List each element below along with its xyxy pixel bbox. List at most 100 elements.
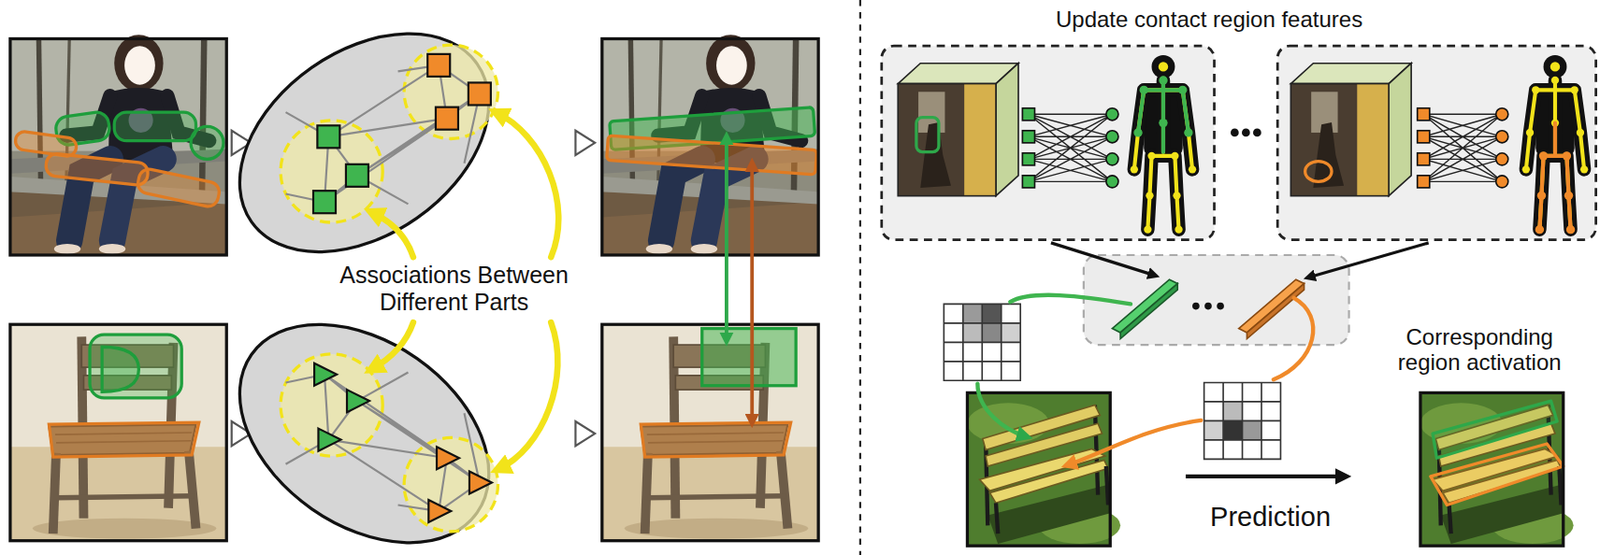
part-graph-person bbox=[199, 0, 531, 298]
contact-feature-box-upper bbox=[881, 45, 1215, 240]
activation-grid-upper bbox=[1001, 323, 1021, 343]
photo-person-bands bbox=[602, 38, 819, 255]
contact-feature-box-upper bbox=[1133, 75, 1193, 137]
ellipsis-dots bbox=[1230, 129, 1262, 138]
activation-grid-upper bbox=[963, 303, 982, 323]
contact-feature-box-upper bbox=[1178, 86, 1187, 95]
photo-person-bands bbox=[602, 34, 819, 256]
contact-feature-box-upper bbox=[1106, 130, 1119, 144]
part-graph-chair bbox=[286, 373, 480, 513]
photo-chair-parts bbox=[89, 334, 182, 399]
part-graph-person bbox=[313, 125, 369, 214]
contact-feature-box-lower bbox=[1277, 45, 1596, 240]
photo-chair-regions bbox=[602, 324, 819, 541]
activation-grid-lower bbox=[1204, 382, 1282, 460]
panel-divider bbox=[859, 0, 862, 555]
part-graph-person bbox=[286, 65, 480, 205]
contact-feature-box-upper bbox=[1139, 86, 1149, 95]
contact-feature-box-upper bbox=[1106, 153, 1119, 166]
feature-vector-group bbox=[1192, 302, 1225, 311]
update-arrows bbox=[1308, 243, 1429, 278]
part-graph-person bbox=[427, 54, 491, 130]
activation-curves bbox=[1273, 298, 1313, 380]
contact-feature-box-upper bbox=[1028, 114, 1112, 182]
association-arrows bbox=[495, 112, 559, 258]
photo-person-parts bbox=[10, 38, 227, 255]
activation-grid-upper bbox=[943, 303, 1021, 381]
contact-feature-box-lower bbox=[1423, 114, 1502, 182]
photo-person-bands bbox=[602, 34, 819, 256]
activation-grid-upper bbox=[981, 303, 1001, 323]
part-graph-person bbox=[427, 54, 450, 77]
part-graph-person bbox=[199, 0, 531, 298]
part-graph-person bbox=[280, 120, 383, 223]
bench-output bbox=[1430, 444, 1564, 506]
activation-grid-lower bbox=[1242, 420, 1262, 440]
photo-person-parts bbox=[136, 167, 222, 209]
photo-person-parts bbox=[190, 126, 224, 159]
contact-feature-box-lower bbox=[1496, 153, 1509, 166]
photo-chair-parts bbox=[10, 324, 227, 541]
feature-vector-group bbox=[1083, 255, 1350, 346]
activation-curves bbox=[977, 295, 1313, 466]
photo-chair-parts bbox=[101, 346, 139, 392]
photo-person-parts bbox=[10, 34, 227, 256]
contact-feature-box-lower bbox=[1522, 55, 1588, 234]
photo-chair-regions bbox=[702, 329, 796, 387]
photo-person-parts bbox=[14, 130, 221, 209]
photo-chair-regions bbox=[602, 324, 819, 541]
part-graph-chair bbox=[428, 446, 492, 523]
association-arrows bbox=[498, 322, 559, 470]
photo-person-parts bbox=[114, 112, 196, 142]
photo-chair-parts bbox=[10, 324, 227, 541]
contact-feature-box-upper bbox=[897, 63, 1019, 197]
photo-person-parts bbox=[10, 34, 227, 256]
activation-grid-lower bbox=[1204, 382, 1282, 460]
feature-vector-group bbox=[1204, 302, 1212, 311]
photo-person-parts bbox=[44, 153, 149, 187]
contact-feature-box-upper bbox=[1106, 175, 1119, 188]
contact-feature-box-lower bbox=[1535, 151, 1576, 234]
contact-feature-box-lower bbox=[1417, 130, 1430, 144]
activation-grid-lower bbox=[1223, 420, 1242, 440]
prediction-arrow bbox=[1185, 475, 1345, 479]
part-graph-person bbox=[313, 190, 336, 214]
contact-feature-box-upper bbox=[1022, 108, 1119, 188]
activation-grid-upper bbox=[943, 303, 1021, 381]
part-graph-chair bbox=[314, 363, 337, 387]
contact-feature-box-upper bbox=[1106, 108, 1119, 121]
update-arrows bbox=[1051, 243, 1429, 278]
contact-feature-box-upper bbox=[1138, 80, 1189, 153]
bench-output bbox=[1420, 392, 1574, 547]
activation-curves bbox=[1009, 295, 1131, 305]
photo-person-parts bbox=[14, 130, 78, 159]
part-graph-chair bbox=[280, 354, 383, 457]
photo-chair-parts bbox=[48, 422, 199, 458]
correspondence-arrows bbox=[749, 163, 754, 423]
contact-feature-box-lower bbox=[1290, 63, 1412, 197]
ellipsis-dots bbox=[1230, 129, 1240, 138]
part-graph-chair bbox=[199, 279, 531, 555]
bench-output bbox=[1420, 392, 1574, 547]
contact-feature-box-lower bbox=[1305, 161, 1332, 183]
feature-vector-group bbox=[1083, 255, 1350, 346]
contact-feature-box-upper bbox=[1022, 108, 1035, 121]
bench-input bbox=[966, 392, 1110, 547]
contact-feature-box-lower bbox=[1539, 123, 1571, 231]
contact-feature-box-upper bbox=[1158, 118, 1168, 128]
contact-feature-box-upper bbox=[1022, 175, 1035, 188]
contact-feature-box-upper bbox=[916, 117, 939, 153]
contact-feature-box-lower bbox=[1496, 175, 1509, 188]
bench-output bbox=[1420, 392, 1564, 547]
contact-feature-box-lower bbox=[1566, 225, 1575, 234]
part-graph-person bbox=[468, 82, 491, 105]
ellipsis-dots bbox=[1241, 129, 1251, 138]
part-graph-chair bbox=[317, 429, 341, 452]
activation-grid-upper bbox=[943, 303, 1021, 381]
part-graph-chair bbox=[346, 389, 370, 413]
contact-feature-box-lower bbox=[1522, 55, 1588, 234]
part-graph-person bbox=[403, 44, 498, 139]
association-arrows bbox=[371, 212, 414, 258]
